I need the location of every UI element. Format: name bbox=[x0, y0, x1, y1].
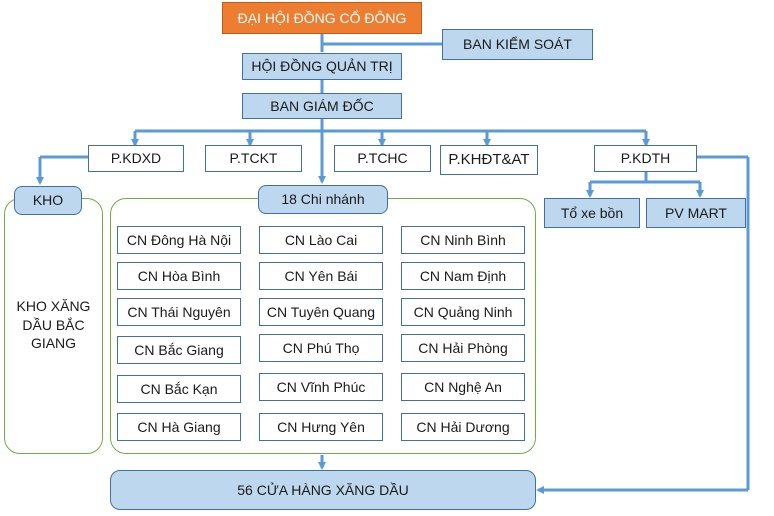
branch-item: CN Phú Thọ bbox=[259, 334, 383, 362]
branch-label: CN Yên Bái bbox=[284, 267, 358, 284]
dept-kdxd-label: P.KDXD bbox=[110, 150, 162, 167]
dept-tchc-label: P.TCHC bbox=[357, 150, 408, 167]
dept-khdt-box: P.KHĐT&AT bbox=[440, 145, 538, 175]
branch-label: CN Bắc Kạn bbox=[140, 380, 218, 397]
branch-item: CN Thái Nguyên bbox=[117, 298, 241, 326]
stores-label: 56 CỬA HÀNG XĂNG DẦU bbox=[237, 481, 409, 498]
tank-team-box: Tổ xe bồn bbox=[544, 198, 640, 228]
branch-label: CN Bắc Giang bbox=[134, 341, 224, 358]
branch-item: CN Hòa Bình bbox=[117, 262, 241, 290]
branch-label: CN Hưng Yên bbox=[277, 418, 365, 435]
kho-name: KHO XĂNG DẦU BẮC GIANG bbox=[8, 290, 99, 360]
branch-item: CN Ninh Bình bbox=[401, 226, 525, 254]
kho-box: KHO bbox=[14, 186, 82, 215]
branch-item: CN Hải Phòng bbox=[401, 334, 525, 362]
dept-tchc-box: P.TCHC bbox=[334, 145, 431, 172]
shareholders-label: ĐẠI HỘI ĐỒNG CỔ ĐÔNG bbox=[237, 9, 407, 26]
branch-label: CN Ninh Bình bbox=[420, 231, 506, 248]
supervisory-label: BAN KIỂM SOÁT bbox=[463, 36, 572, 53]
dept-khdt-label: P.KHĐT&AT bbox=[448, 151, 530, 168]
branch-label: CN Lào Cai bbox=[284, 231, 358, 248]
dept-tckt-box: P.TCKT bbox=[205, 145, 302, 172]
kho-label: KHO bbox=[32, 192, 64, 209]
branch-item: CN Đông Hà Nội bbox=[117, 226, 241, 254]
kho-name-label: KHO XĂNG DẦU BẮC GIANG bbox=[16, 297, 91, 352]
branch-label: CN Tuyên Quang bbox=[266, 303, 376, 320]
board-label: HỘI ĐỒNG QUẢN TRỊ bbox=[251, 58, 393, 75]
board-box: HỘI ĐỒNG QUẢN TRỊ bbox=[242, 53, 402, 80]
branch-label: CN Nghệ An bbox=[424, 378, 502, 395]
dept-kdth-label: P.KDTH bbox=[620, 150, 671, 167]
branch-label: CN Quảng Ninh bbox=[413, 303, 513, 320]
branch-label: CN Thái Nguyên bbox=[127, 303, 231, 320]
branch-item: CN Yên Bái bbox=[259, 262, 383, 290]
dept-kdxd-box: P.KDXD bbox=[88, 145, 184, 172]
pv-mart-label: PV MART bbox=[665, 204, 727, 221]
branch-item: CN Hà Giang bbox=[117, 413, 241, 441]
branch-item: CN Hưng Yên bbox=[259, 413, 383, 441]
branch-item: CN Tuyên Quang bbox=[259, 298, 383, 326]
dept-kdth-box: P.KDTH bbox=[594, 145, 697, 172]
tank-team-label: Tổ xe bồn bbox=[560, 204, 624, 221]
branch-item: CN Vĩnh Phúc bbox=[259, 373, 383, 401]
branch-item: CN Nghệ An bbox=[401, 373, 525, 401]
branch-item: CN Hải Dương bbox=[401, 413, 525, 441]
shareholders-box: ĐẠI HỘI ĐỒNG CỔ ĐÔNG bbox=[222, 2, 422, 34]
branch-label: CN Phú Thọ bbox=[282, 339, 360, 356]
branch-label: CN Hòa Bình bbox=[137, 267, 221, 284]
branch-item: CN Bắc Giang bbox=[117, 336, 241, 364]
branch-label: CN Nam Định bbox=[419, 267, 507, 284]
branches-header-box: 18 Chi nhánh bbox=[258, 185, 388, 214]
branches-header-label: 18 Chi nhánh bbox=[281, 191, 365, 208]
branch-item: CN Nam Định bbox=[401, 262, 525, 290]
management-box: BAN GIÁM ĐỐC bbox=[242, 93, 402, 119]
pv-mart-box: PV MART bbox=[646, 198, 746, 228]
branch-label: CN Hà Giang bbox=[137, 418, 221, 435]
stores-box: 56 CỬA HÀNG XĂNG DẦU bbox=[110, 470, 536, 510]
supervisory-box: BAN KIỂM SOÁT bbox=[442, 29, 593, 60]
branch-label: CN Hải Dương bbox=[416, 418, 510, 435]
branch-label: CN Vĩnh Phúc bbox=[276, 378, 366, 395]
dept-tckt-label: P.TCKT bbox=[229, 150, 278, 167]
branch-label: CN Đông Hà Nội bbox=[126, 231, 232, 248]
branch-label: CN Hải Phòng bbox=[418, 339, 508, 356]
branch-item: CN Quảng Ninh bbox=[401, 298, 525, 326]
branch-item: CN Lào Cai bbox=[259, 226, 383, 254]
branch-item: CN Bắc Kạn bbox=[117, 375, 241, 403]
management-label: BAN GIÁM ĐỐC bbox=[270, 97, 374, 114]
